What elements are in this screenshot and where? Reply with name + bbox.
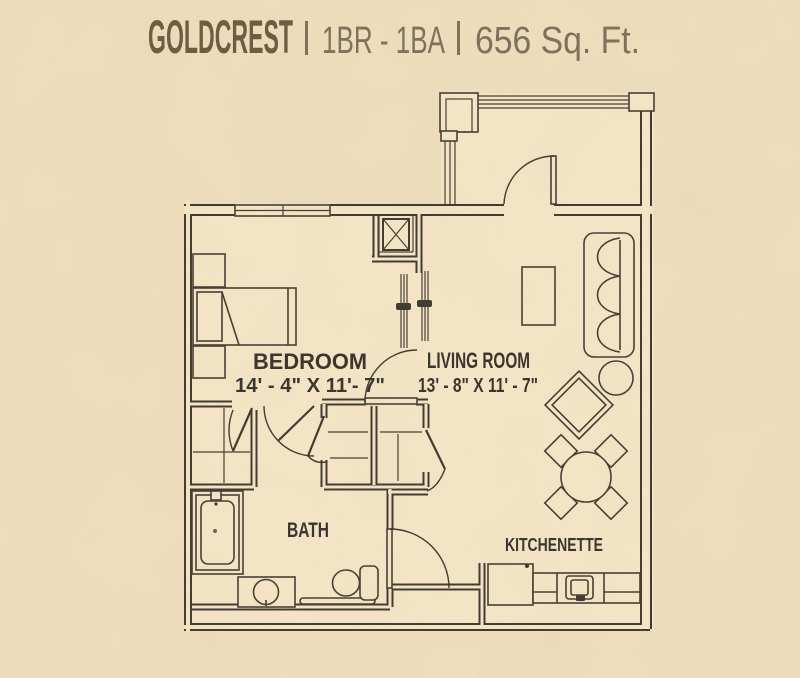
paper-grain [0,0,800,678]
floor-plan: GOLDCREST 1BR - 1BA 656 Sq. Ft. [0,0,800,678]
floor-plan-page: GOLDCREST 1BR - 1BA 656 Sq. Ft. [0,0,800,678]
